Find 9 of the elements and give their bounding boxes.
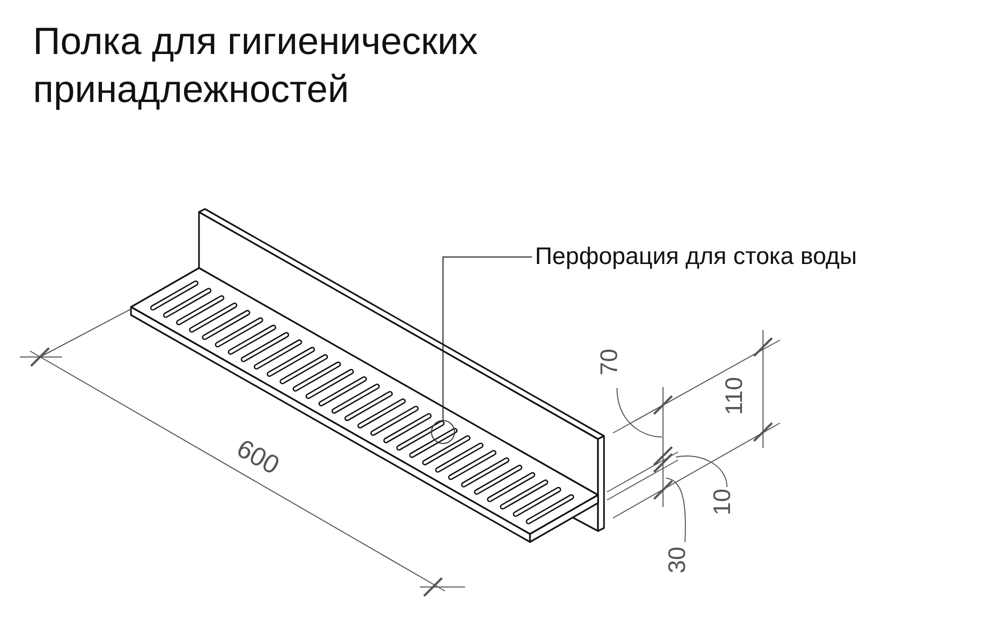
dimension-value: 110 (721, 376, 749, 416)
dimension-value: 70 (596, 348, 624, 376)
highlight-circle (431, 420, 455, 444)
leader-line (442, 256, 532, 420)
dimension-value: 10 (709, 488, 737, 516)
title: Полка для гигиенических принадлежностей (33, 20, 479, 113)
dimension-value: 30 (664, 546, 692, 574)
callout-text: Перфорация для стока воды (535, 243, 857, 271)
dimension-value: 600 (232, 432, 284, 482)
